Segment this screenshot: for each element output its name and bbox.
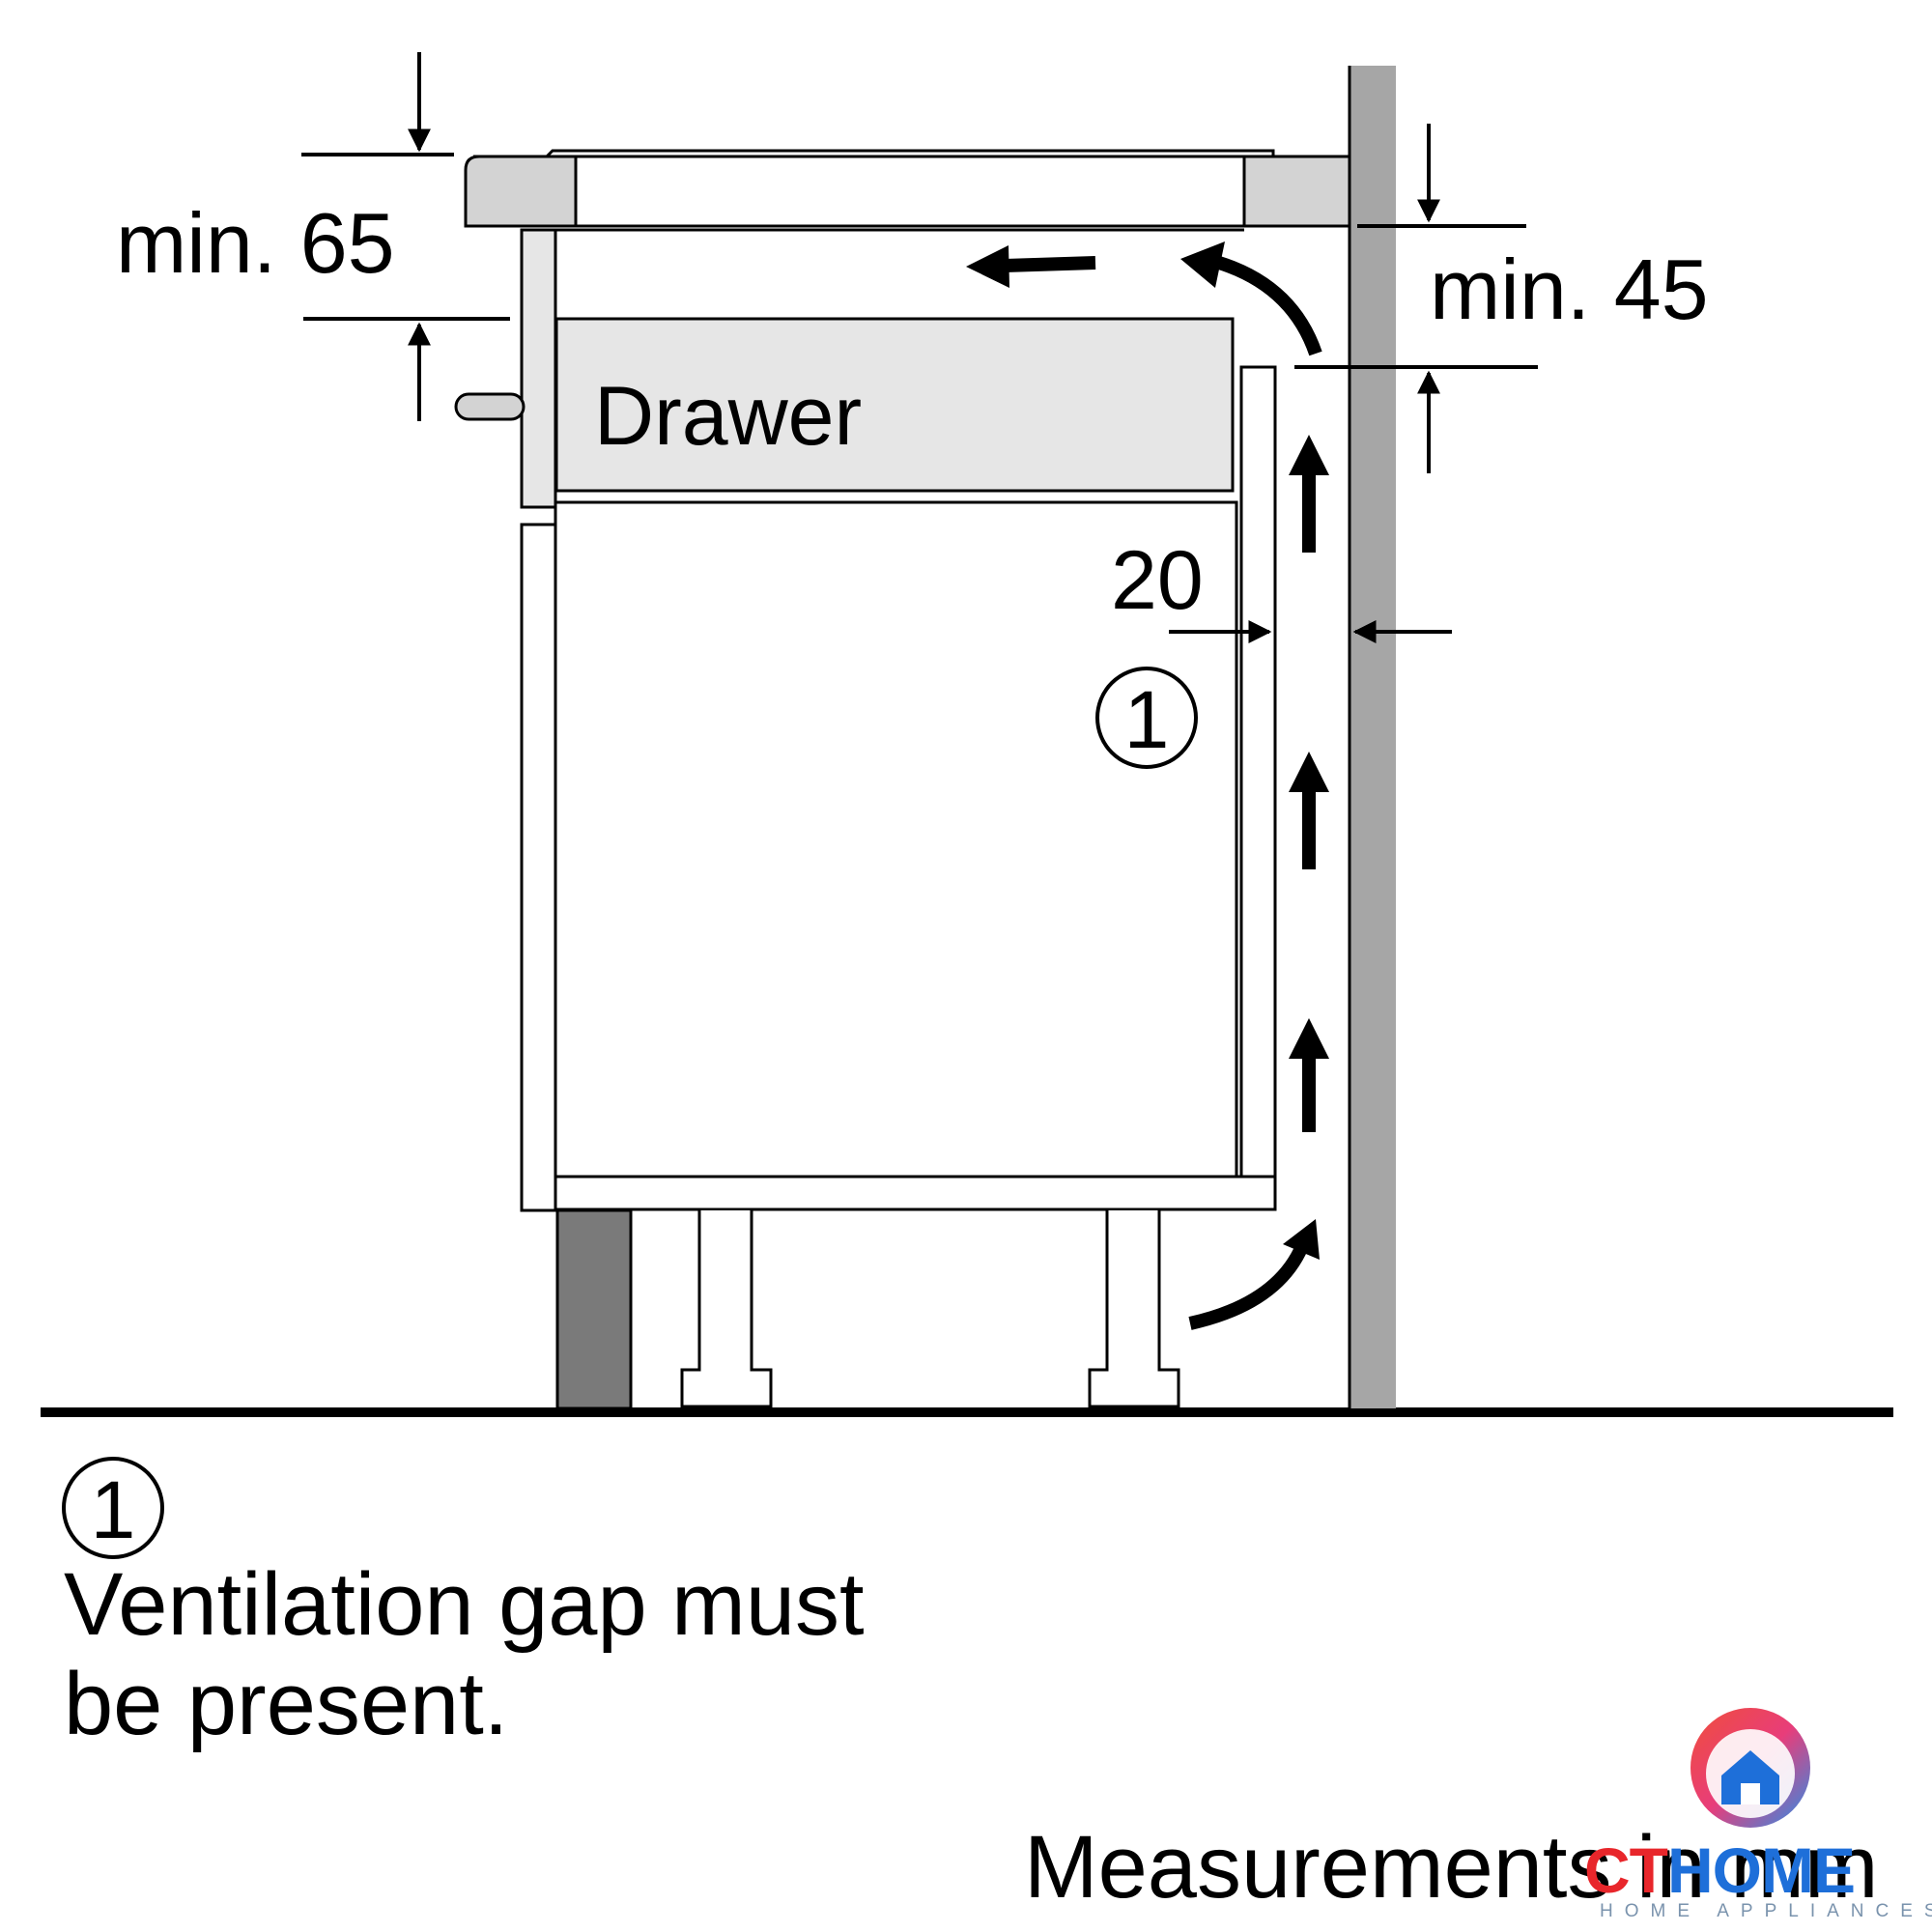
svg-text:1: 1	[1124, 674, 1170, 765]
measurements-unit-note: Measurements in mm	[1024, 1818, 1879, 1917]
cabinet-front-upper	[520, 228, 557, 509]
dim-20-label: 20	[1111, 534, 1204, 627]
cabinet-leg-left	[680, 1210, 773, 1408]
drawer	[554, 317, 1235, 493]
ventilation-note: Ventilation gap must be present.	[64, 1555, 865, 1754]
up-arrow-icon	[1289, 752, 1329, 869]
plinth	[555, 1208, 633, 1410]
side-wall	[1350, 66, 1396, 1408]
up-arrow-icon	[1289, 435, 1329, 553]
watermark-tagline: HOME APPLIANCES	[1600, 1901, 1932, 1921]
left-arrow-icon	[966, 245, 1096, 288]
hob-body	[574, 155, 1246, 228]
countertop-right	[1242, 155, 1351, 228]
curved-arrow-icon	[1180, 242, 1322, 356]
cabinet-door	[520, 523, 557, 1212]
legend-circled-number-icon: 1	[62, 1457, 164, 1559]
watermark-brand-ct: CT	[1584, 1834, 1668, 1906]
watermark-brand: CTHOME	[1584, 1834, 1856, 1907]
curved-arrow-icon	[1188, 1219, 1320, 1330]
cabinet-leg-right	[1088, 1210, 1180, 1408]
dim-45-label: min. 45	[1430, 242, 1709, 337]
cabinet-interior	[554, 500, 1238, 1179]
circled-number-icon: 1	[1095, 667, 1198, 769]
drawer-label: Drawer	[594, 370, 862, 463]
house-logo-icon	[1690, 1708, 1810, 1828]
watermark-brand-home: HOME	[1666, 1834, 1856, 1906]
hob	[545, 149, 1275, 158]
dim-65-label: min. 65	[116, 195, 395, 291]
drawer-handle	[454, 392, 526, 421]
cabinet-back-panel	[1239, 365, 1277, 1179]
svg-text:1: 1	[91, 1464, 136, 1555]
up-arrow-icon	[1289, 1018, 1329, 1132]
cabinet-base	[554, 1175, 1277, 1211]
countertop-left	[464, 155, 578, 228]
